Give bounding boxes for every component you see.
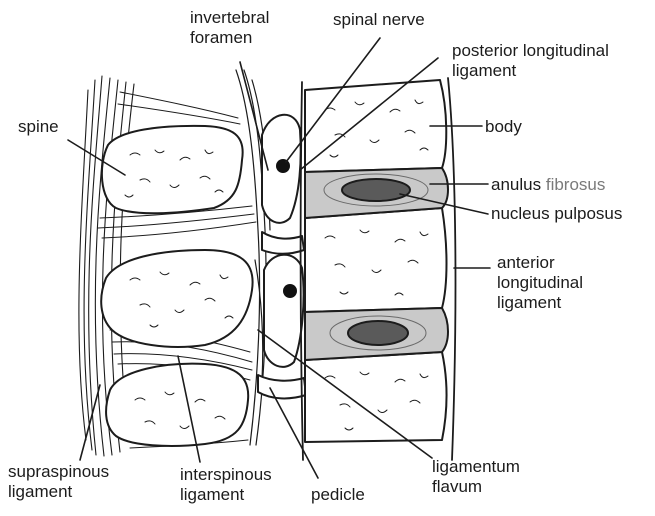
nucleus-pulposus-upper (342, 179, 410, 201)
label-invertebral-foramen-line2: foramen (190, 28, 269, 48)
label-anterior-line2: longitudinal (497, 273, 583, 293)
intervertebral-foramen-lower (264, 255, 304, 367)
label-nucleus-pulposus: nucleus pulposus (491, 204, 622, 224)
vertebral-body-lower (305, 352, 447, 442)
label-invertebral-foramen-line1: invertebral (190, 8, 269, 28)
label-spinal-nerve: spinal nerve (333, 10, 425, 30)
label-spine: spine (18, 117, 59, 137)
label-ligamentum-line1: ligamentum (432, 457, 520, 477)
label-supraspinous-ligament: supraspinous ligament (8, 462, 109, 502)
spinal-nerve-dot-upper (276, 159, 290, 173)
nucleus-pulposus-lower (348, 321, 408, 345)
spinous-process-middle (101, 250, 252, 347)
label-interspinous-line1: interspinous (180, 465, 272, 485)
vertebral-body-upper (305, 80, 446, 172)
label-interspinous-ligament: interspinous ligament (180, 465, 272, 505)
spinous-process-lower (106, 364, 248, 446)
label-body: body (485, 117, 522, 137)
anterior-longitudinal-ligament (448, 78, 455, 460)
label-anulus-fibrosus: anulus fibrosus (491, 175, 605, 195)
label-interspinous-line2: ligament (180, 485, 272, 505)
label-anulus: anulus (491, 175, 541, 194)
label-pedicle: pedicle (311, 485, 365, 505)
label-ligamentum-line2: flavum (432, 477, 520, 497)
label-supraspinous-line2: ligament (8, 482, 109, 502)
leader-invertebral-foramen (240, 62, 268, 170)
pedicle-lower (258, 375, 306, 398)
label-posterior-longitudinal-line1: posterior longitudinal (452, 41, 609, 61)
label-supraspinous-line1: supraspinous (8, 462, 109, 482)
leader-supraspinous (80, 385, 100, 460)
label-posterior-longitudinal-ligament: posterior longitudinal ligament (452, 41, 609, 81)
spinous-process-upper (102, 126, 243, 213)
spinal-nerve-dot-lower (283, 284, 297, 298)
label-anterior-line1: anterior (497, 253, 583, 273)
label-ligamentum-flavum: ligamentum flavum (432, 457, 520, 497)
label-anterior-longitudinal-ligament: anterior longitudinal ligament (497, 253, 583, 313)
label-posterior-longitudinal-line2: ligament (452, 61, 609, 81)
label-invertebral-foramen: invertebral foramen (190, 8, 269, 48)
label-anterior-line3: ligament (497, 293, 583, 313)
vertebral-body-middle (305, 208, 447, 312)
label-fibrosus: fibrosus (546, 175, 606, 194)
pedicle-upper (262, 232, 304, 254)
